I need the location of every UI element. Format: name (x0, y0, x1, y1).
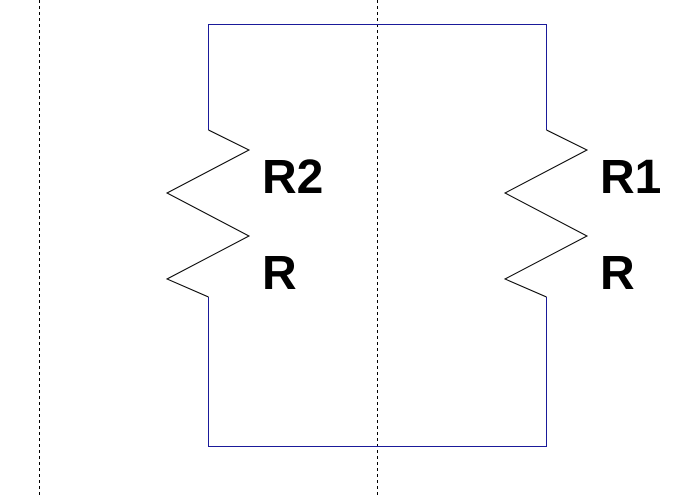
resistor-r2[interactable]: R2 R (165, 129, 323, 300)
resistor-r1[interactable]: R1 R (503, 129, 661, 300)
resistor-r2-symbol (165, 129, 251, 298)
wire-top[interactable] (208, 24, 547, 131)
resistor-r2-value: R (262, 247, 297, 300)
resistor-r2-ref: R2 (262, 151, 323, 204)
wire-bottom[interactable] (208, 297, 547, 447)
resistor-r1-value: R (600, 247, 635, 300)
resistor-r1-symbol (503, 129, 589, 298)
resistor-r1-ref: R1 (600, 151, 661, 204)
wires (208, 24, 547, 447)
